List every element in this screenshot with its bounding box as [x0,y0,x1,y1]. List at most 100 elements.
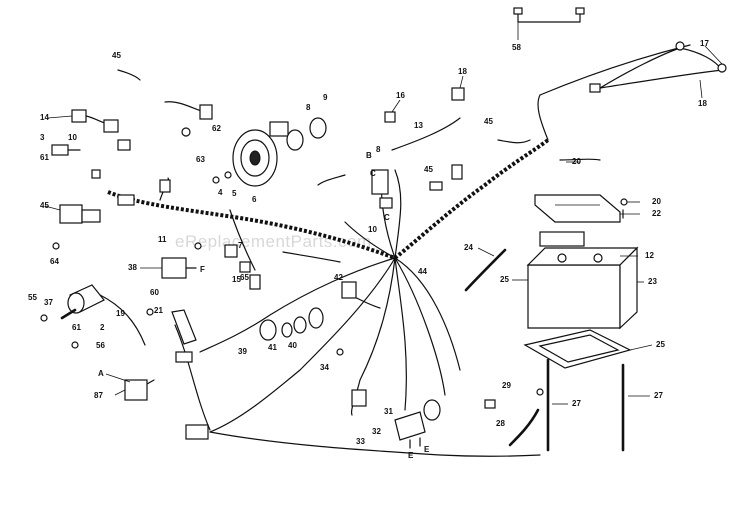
relay-87 [124,379,155,401]
callout-40: 40 [288,341,297,350]
callout-E: E [408,451,414,460]
battery-cable-24 [464,248,507,292]
bearing-8-9 [286,117,327,151]
callout-45: 45 [484,117,493,126]
callout-60: 60 [150,288,159,297]
callout-24: 24 [464,243,473,252]
callout-11: 11 [158,235,167,244]
connector-left-bundle [91,139,171,206]
callout-61: 61 [72,323,81,332]
callout-29: 29 [502,381,511,390]
callout-3: 3 [40,133,45,142]
callout-5: 5 [232,189,237,198]
starter-motor-2 [60,284,146,346]
fuse-holder-65 [224,244,251,273]
callout-27: 27 [654,391,663,400]
callout-C: C [384,213,390,222]
callout-63: 63 [196,155,205,164]
connector-42 [341,281,357,299]
wire-13 [391,117,461,151]
connectors-45-right [429,139,531,191]
callout-8: 8 [306,103,311,112]
watermark-text: eReplacementParts.com [175,232,372,251]
callout-21: 21 [154,306,163,315]
wire-62-63 [164,101,213,137]
relay-45 [59,204,101,224]
callout-F: F [200,265,205,274]
callout-31: 31 [384,407,393,416]
callout-25: 25 [656,340,665,349]
callout-33: 33 [356,437,365,446]
callout-6: 6 [252,195,257,204]
callout-45: 45 [112,51,121,60]
connector-14 [71,109,119,133]
callout-2: 2 [100,323,105,332]
ignition-switch-39 [259,319,277,341]
callout-18: 18 [458,67,467,76]
leader-lines [44,45,723,405]
fasteners [40,171,628,396]
connector-bottom-left [171,309,209,440]
callout-20: 20 [652,197,661,206]
callout-10: 10 [68,133,77,142]
callout-B: B [366,151,372,160]
callout-64: 64 [50,257,59,266]
callout-13: 13 [414,121,423,130]
battery-cable-28 [508,408,540,447]
callout-8: 8 [376,145,381,154]
callout-65: 65 [240,273,249,282]
callout-25: 25 [500,275,509,284]
spark-plug-wire [317,174,346,186]
battery-tray-26 [523,329,632,369]
switch-B-C [371,169,393,209]
callout-61: 61 [40,153,49,162]
callout-44: 44 [418,267,427,276]
callout-87: 87 [94,391,103,400]
callout-17: 17 [700,39,709,48]
callout-41: 41 [268,343,277,352]
connector-27-small [484,399,496,409]
callout-10: 10 [368,225,377,234]
callout-56: 56 [96,341,105,350]
callout-7: 7 [238,241,243,250]
switch-3 [51,144,81,156]
switch-31 [394,399,441,449]
callout-32: 32 [372,427,381,436]
switch-33 [351,389,367,407]
callout-34: 34 [320,363,329,372]
callout-39: 39 [238,347,247,356]
main-wire-harness [107,44,691,457]
callout-19: 19 [116,309,125,318]
wire-58 [513,7,585,40]
callout-4: 4 [218,188,223,197]
callout-12: 12 [645,251,654,260]
callout-62: 62 [212,124,221,133]
callout-14: 14 [40,113,49,122]
battery [526,231,639,330]
callout-15: 15 [232,275,241,284]
connector-15 [249,274,261,290]
solenoid-38 [161,257,197,279]
callout-9: 9 [323,93,328,102]
callout-22: 22 [652,209,661,218]
callout-38: 38 [128,263,137,272]
battery-hold-down-22 [534,194,621,223]
callout-37: 37 [44,298,53,307]
wire-45-top [117,69,141,81]
pto-clutch [232,121,289,187]
callout-16: 16 [396,91,405,100]
callout-23: 23 [648,277,657,286]
callout-27: 27 [572,399,581,408]
connector-18-top [451,87,465,101]
callout-C: C [370,169,376,178]
callout-labels: 58 17 18 18 45 45 45 45 16 8 9 14 3 10 6… [28,39,709,460]
connector-16 [384,111,396,123]
key-40-41 [281,307,324,338]
callout-42: 42 [334,273,343,282]
callout-58: 58 [512,43,521,52]
callout-20: 20 [572,157,581,166]
wire-17-18 [589,41,727,93]
callout-55: 55 [28,293,37,302]
